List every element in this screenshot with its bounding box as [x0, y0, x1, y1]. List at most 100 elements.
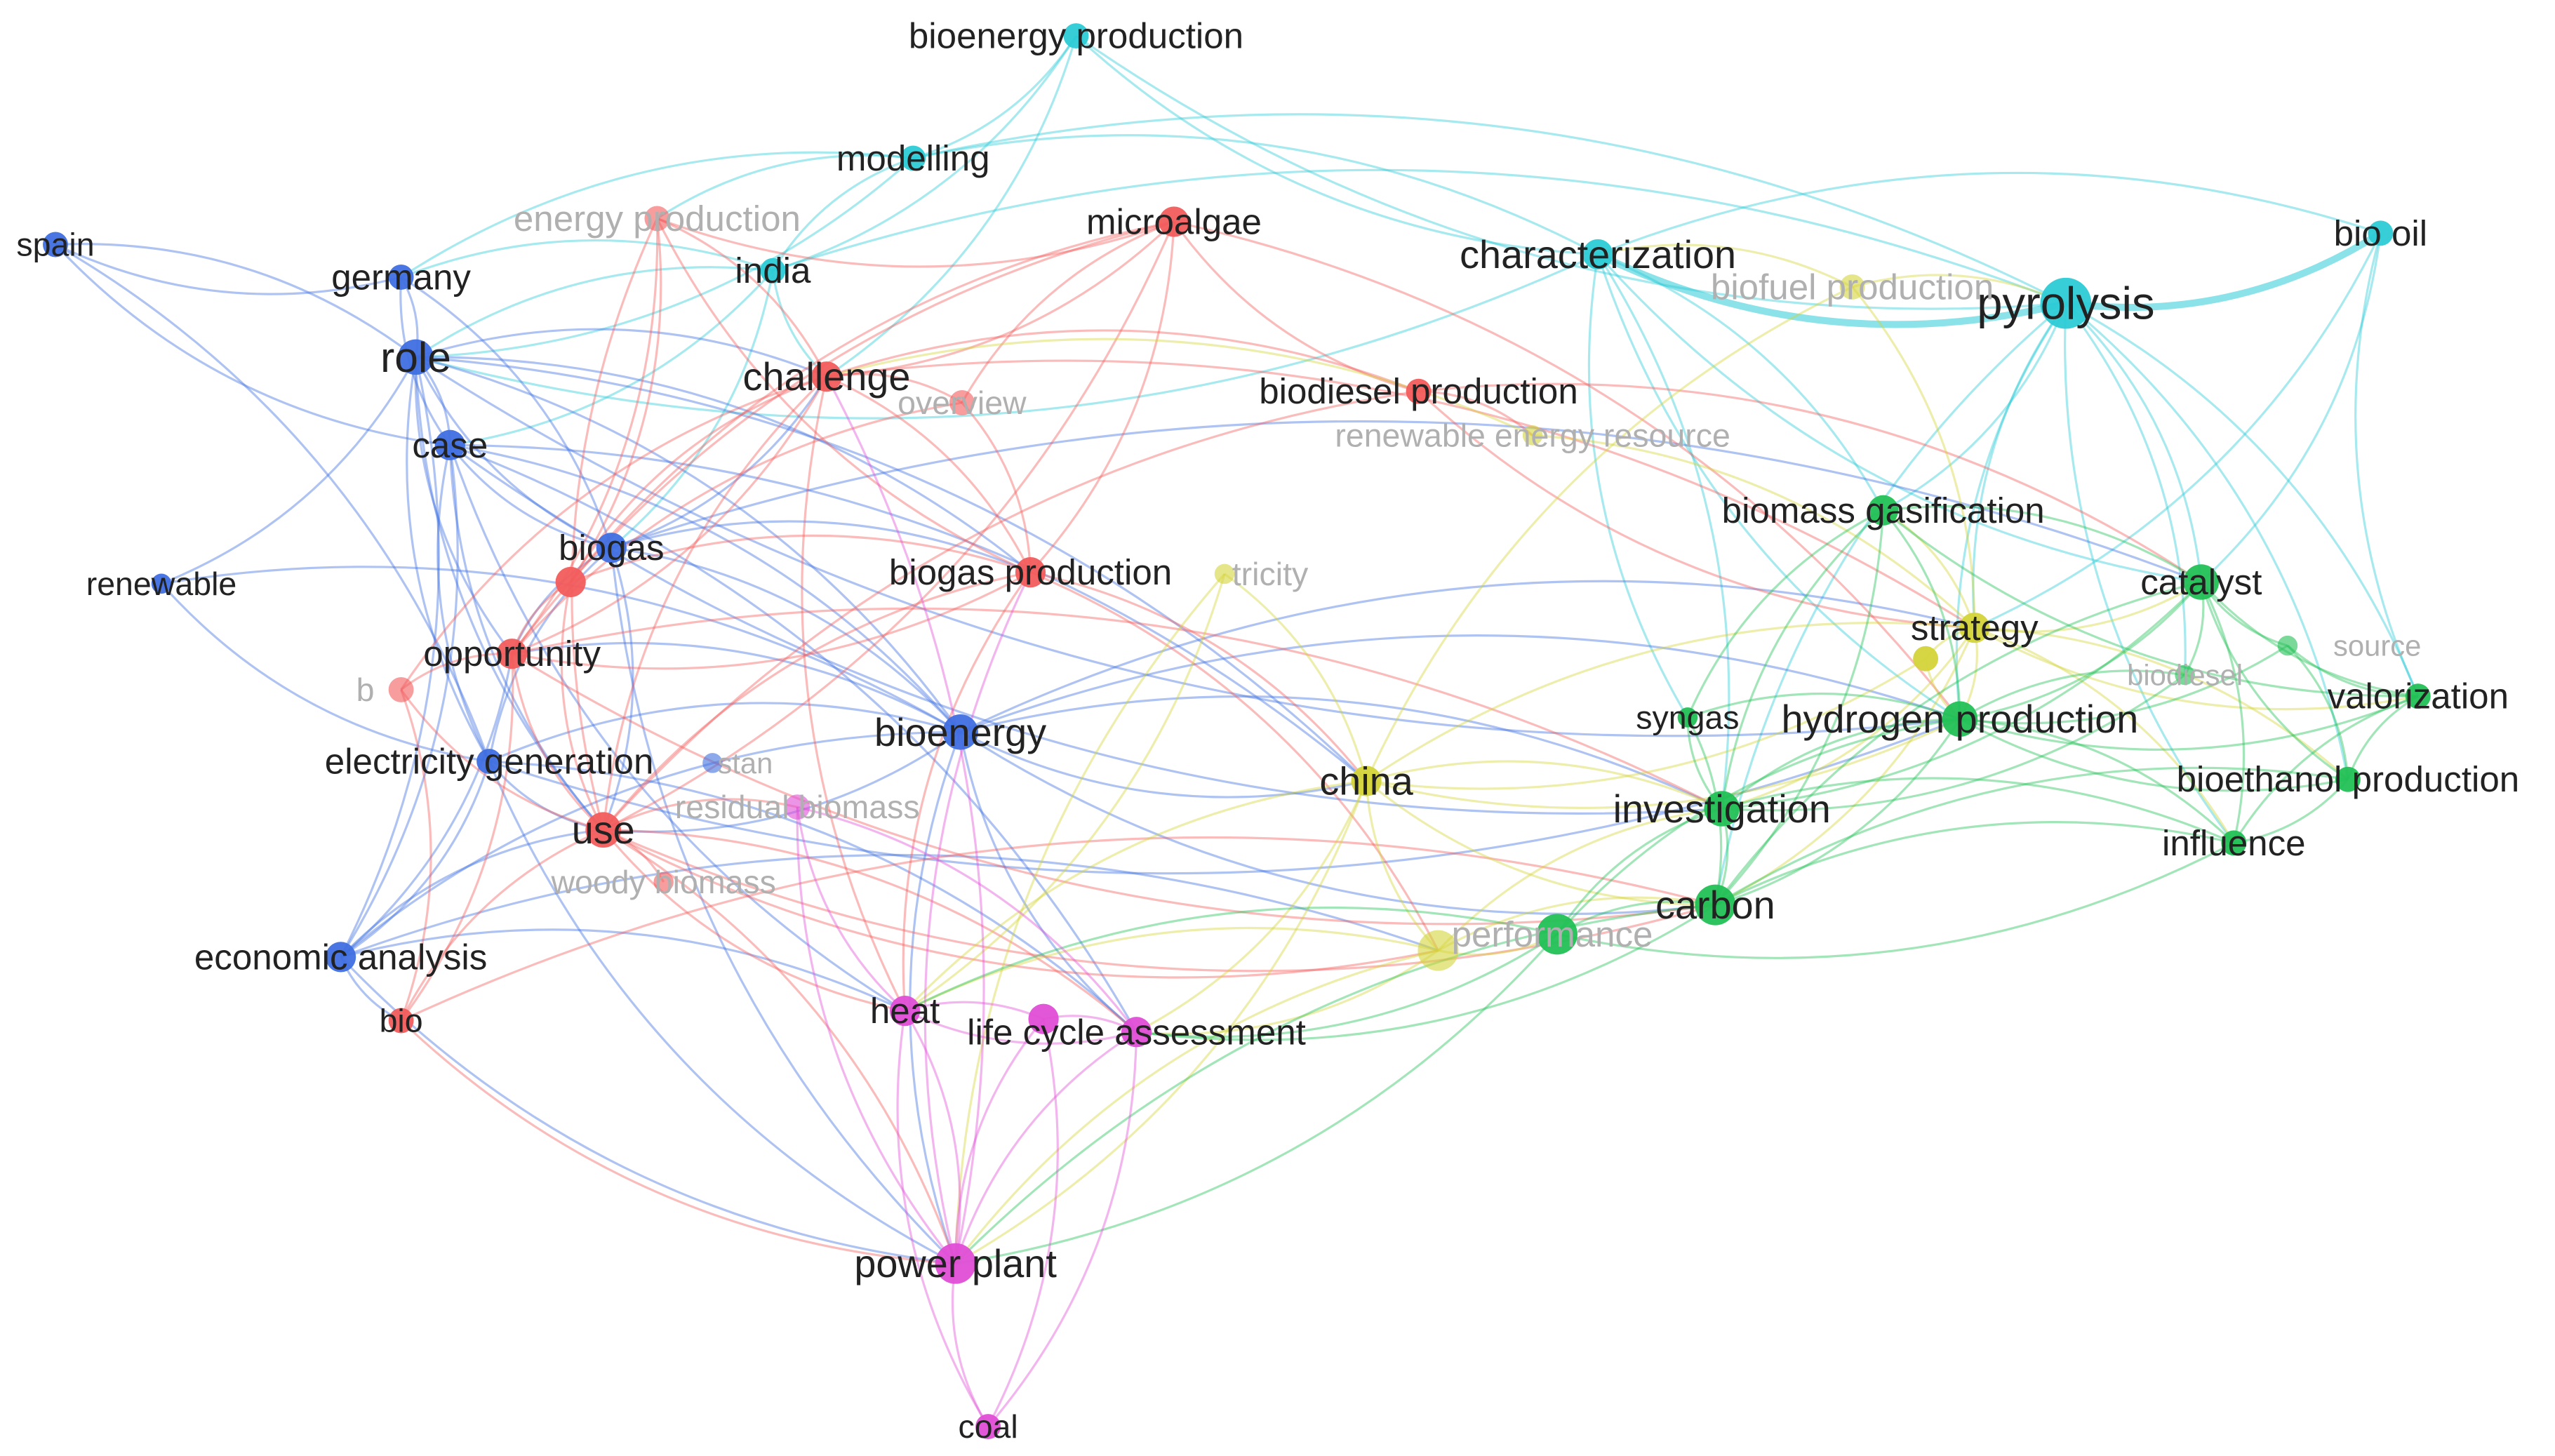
edge-case-electricity_generation [436, 444, 491, 762]
edge-electricity-china [1224, 573, 1368, 782]
edge-red_small-use [400, 688, 604, 831]
edge-biogas_production-use [602, 571, 1031, 831]
node-carbon[interactable] [1695, 884, 1736, 926]
edge-china-carbon [1366, 780, 1716, 907]
node-use[interactable] [585, 812, 621, 848]
edge-biogas_production-red_biogas [570, 534, 1032, 583]
edge-energy_production-opportunity [511, 218, 659, 655]
node-biofuel-production[interactable] [1839, 274, 1865, 300]
edge-biogas-catalyst [611, 420, 2202, 583]
node-investigation[interactable] [1704, 791, 1740, 827]
edge-electricity_generation-bioenergy [488, 702, 961, 763]
edge-microalgae-red_biogas [569, 220, 1175, 583]
node-spain[interactable] [43, 232, 68, 258]
node-electricity-generation[interactable] [476, 749, 502, 775]
node-case[interactable] [434, 429, 465, 460]
edge-pyrolysis-bioethanol_production [2064, 302, 2349, 780]
label-pyrolysis: pyrolysis [1977, 278, 2154, 329]
node-hydrogen-production[interactable] [1942, 701, 1978, 737]
node-renewable[interactable] [151, 573, 172, 594]
node-modelling[interactable] [900, 145, 926, 171]
node-economic-analysis[interactable] [325, 942, 356, 973]
edge-role-biogas_production [415, 356, 1032, 573]
node-influence[interactable] [2221, 830, 2247, 856]
node-energy-production[interactable] [644, 206, 670, 232]
node-india[interactable] [760, 258, 786, 283]
node-life-cycle-assessment[interactable] [1121, 1017, 1152, 1048]
node-coal[interactable] [975, 1414, 1001, 1440]
node-opportunity[interactable] [496, 639, 528, 669]
label-india: india [735, 251, 811, 290]
node-role[interactable] [398, 339, 434, 375]
node-red-biogas[interactable] [555, 566, 586, 598]
edge-biodiesel_production-catalyst [1418, 382, 2202, 583]
label-residual-biomass: residual biomass [675, 789, 920, 825]
label-china: china [1319, 759, 1413, 803]
edge-bioenergy_production-characterization [1075, 34, 1599, 256]
edge-biogas_production-performance [1029, 571, 1439, 951]
node-microalgae[interactable] [1159, 206, 1189, 237]
edge-use-heat [602, 829, 905, 1013]
edge-green_perf-power_plant [955, 933, 1559, 1265]
node-bioenergy[interactable] [942, 714, 978, 750]
node-blue-stan[interactable] [702, 753, 723, 773]
node-bio[interactable] [388, 1008, 414, 1034]
node-bio-oil[interactable] [2368, 220, 2394, 246]
edge-strategy-carbon [1714, 627, 1976, 907]
node-strategy[interactable] [1959, 612, 1990, 643]
edge-role-biogas [415, 356, 612, 549]
node-biodiesel-production[interactable] [1406, 378, 1432, 404]
node-china[interactable] [1351, 766, 1382, 796]
edge-modelling-role [415, 157, 914, 359]
node-biogas-production[interactable] [1015, 556, 1046, 588]
edge-hydrogen_production-influence [1959, 718, 2235, 844]
node-lca-left[interactable] [1028, 1003, 1059, 1034]
node-performance[interactable] [1417, 930, 1459, 971]
node-red-small[interactable] [388, 676, 414, 702]
edge-yellow_small-china [1366, 657, 1926, 790]
edge-performance-carbon [1437, 896, 1716, 951]
node-renewable-energy-resource[interactable] [1522, 425, 1543, 446]
edge-red_small-bio [400, 689, 432, 1022]
node-biogas[interactable] [596, 533, 627, 563]
edge-pyrolysis-strategy [1972, 302, 2067, 628]
edge-power_plant-biogas_production [923, 571, 1032, 1264]
node-bioethanol-production[interactable] [2335, 766, 2361, 792]
edge-use-power_plant [602, 829, 957, 1264]
node-valorization[interactable] [2405, 683, 2431, 709]
edge-performance-heat [904, 926, 1439, 1013]
node-power-plant[interactable] [935, 1243, 976, 1284]
node-biomass-gasification[interactable] [1868, 495, 1899, 526]
node-woody-biomass[interactable] [653, 871, 674, 893]
label-catalyst: catalyst [2140, 562, 2262, 602]
edge-biomass_gasification-valorization [1882, 509, 2418, 697]
edge-modelling-energy_production [656, 154, 914, 220]
edge-biogas-use [602, 547, 634, 831]
node-catalyst[interactable] [2183, 564, 2220, 600]
node-bioenergy-production[interactable] [1063, 23, 1089, 49]
label-economic-analysis: economic analysis [194, 937, 487, 977]
edge-biogas-biogas_production [611, 520, 1032, 574]
node-biodiesel[interactable] [2175, 664, 2195, 686]
edge-bio-power_plant [400, 1020, 956, 1265]
node-germany[interactable] [388, 265, 414, 290]
node-syngas[interactable] [1677, 707, 1698, 728]
edge-biomass_gasification-catalyst [1883, 505, 2202, 583]
node-green-resource[interactable] [2277, 635, 2298, 656]
edge-biodiesel_production-renewable_energy_resource [1418, 390, 1534, 436]
edge-bio_oil-strategy [1974, 232, 2382, 629]
edge-case-china [450, 443, 1368, 782]
edge-electricity-power_plant [954, 573, 1226, 1264]
node-yellow-small[interactable] [1913, 646, 1939, 672]
node-electricity[interactable] [1214, 563, 1235, 585]
node-overview[interactable] [949, 389, 975, 415]
edge-strategy-influence [1974, 627, 2235, 844]
node-characterization[interactable] [1582, 239, 1613, 270]
edge-energy_production-challenge [656, 217, 828, 378]
node-pyrolysis[interactable] [2040, 277, 2092, 329]
node-residual-biomass[interactable] [785, 794, 810, 820]
node-challenge[interactable] [811, 361, 842, 392]
node-heat[interactable] [889, 995, 921, 1027]
label-biomass-gasification: biomass gasification [1722, 490, 2045, 530]
node-green-perf[interactable] [1537, 914, 1577, 955]
